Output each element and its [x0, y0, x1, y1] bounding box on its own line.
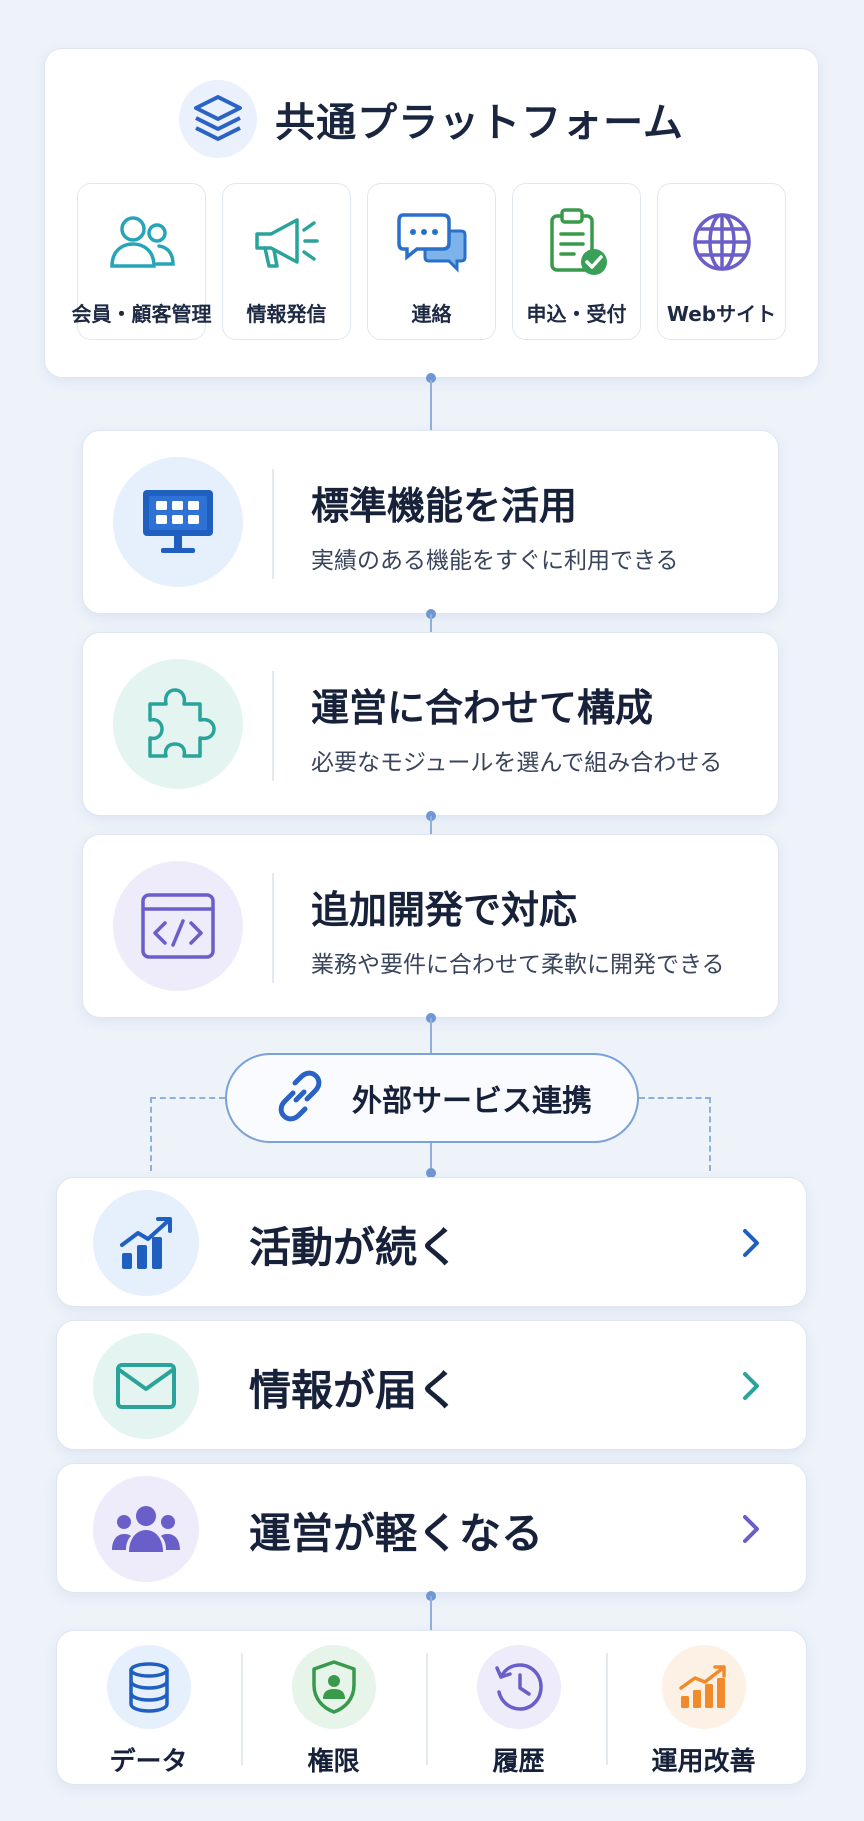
foundation-item-data[interactable]: データ — [57, 1631, 240, 1786]
connector-line — [430, 1018, 432, 1053]
feature-description: 実績のある機能をすぐに利用できる — [311, 548, 679, 574]
foundation-item-improvement[interactable]: 運用改善 — [612, 1631, 795, 1786]
mail-icon — [93, 1333, 199, 1439]
foundation-separator — [606, 1653, 608, 1765]
growth-chart-icon — [93, 1190, 199, 1296]
platform-header: 共通プラットフォーム — [45, 77, 818, 161]
clipboard-check-icon — [544, 206, 610, 278]
feature-card-development: 追加開発で対応 業務や要件に合わせて柔軟に開発できる — [82, 834, 779, 1018]
platform-item-application[interactable]: 申込・受付 — [512, 183, 641, 340]
connector-line — [430, 614, 432, 632]
platform-item-contact[interactable]: 連絡 — [367, 183, 496, 340]
platform-item-label: Webサイト — [666, 302, 777, 326]
feature-card-compose: 運営に合わせて構成 必要なモジュールを選んで組み合わせる — [82, 632, 779, 816]
platform-item-label: 情報発信 — [246, 302, 327, 326]
platform-item-label: 連絡 — [411, 302, 452, 326]
platform-card: 共通プラットフォーム 会員・顧客管理 — [44, 48, 819, 378]
foundation-label: 履歴 — [492, 1747, 545, 1777]
external-services-label: 外部サービス連携 — [352, 1084, 592, 1119]
feature-card-standard: 標準機能を活用 実績のある機能をすぐに利用できる — [82, 430, 779, 614]
shield-user-icon — [291, 1645, 376, 1729]
outcome-card-delivery[interactable]: 情報が届く — [56, 1320, 807, 1450]
platform-item-broadcast[interactable]: 情報発信 — [222, 183, 351, 340]
chevron-right-icon[interactable] — [734, 1512, 768, 1546]
megaphone-icon — [251, 206, 323, 278]
puzzle-icon — [113, 659, 243, 789]
link-icon — [272, 1068, 328, 1128]
foundation-label: 権限 — [307, 1747, 360, 1777]
foundation-card: データ 権限 履歴 — [56, 1630, 807, 1785]
foundation-item-history[interactable]: 履歴 — [427, 1631, 610, 1786]
connector-dot — [426, 373, 436, 383]
history-icon — [476, 1645, 561, 1729]
foundation-separator — [241, 1653, 243, 1765]
dashed-connector — [709, 1097, 711, 1171]
feature-separator — [272, 671, 274, 781]
chevron-right-icon[interactable] — [734, 1226, 768, 1260]
feature-description: 必要なモジュールを選んで組み合わせる — [311, 750, 723, 776]
outcome-card-lighter-ops[interactable]: 運営が軽くなる — [56, 1463, 807, 1593]
outcome-label: 活動が続く — [249, 1223, 460, 1272]
feature-description: 業務や要件に合わせて柔軟に開発できる — [311, 952, 725, 978]
improvement-chart-icon — [661, 1645, 746, 1729]
dashed-connector — [150, 1097, 225, 1099]
feature-separator — [272, 469, 274, 579]
outcome-card-continuity[interactable]: 活動が続く — [56, 1177, 807, 1307]
platform-item-website[interactable]: Webサイト — [657, 183, 786, 340]
foundation-label: 運用改善 — [651, 1747, 756, 1777]
chevron-right-icon[interactable] — [734, 1369, 768, 1403]
foundation-separator — [426, 1653, 428, 1765]
feature-separator — [272, 873, 274, 983]
platform-items: 会員・顧客管理 情報発信 — [72, 183, 786, 340]
dashed-connector — [150, 1097, 152, 1171]
foundation-label: データ — [109, 1747, 188, 1777]
dashed-connector — [639, 1097, 711, 1099]
connector-line — [430, 1596, 432, 1630]
chat-icon — [395, 206, 469, 278]
users-icon — [107, 206, 177, 278]
external-services-pill[interactable]: 外部サービス連携 — [225, 1053, 639, 1143]
outcome-label: 運営が軽くなる — [249, 1509, 544, 1558]
code-window-icon — [113, 861, 243, 991]
team-icon — [93, 1476, 199, 1582]
connector-dot — [426, 1168, 436, 1178]
feature-title: 追加開発で対応 — [311, 888, 578, 932]
outcome-label: 情報が届く — [249, 1366, 460, 1415]
foundation-item-permissions[interactable]: 権限 — [242, 1631, 425, 1786]
platform-item-members[interactable]: 会員・顧客管理 — [72, 183, 212, 340]
connector-line — [430, 816, 432, 834]
platform-item-label: 会員・顧客管理 — [71, 302, 212, 326]
database-icon — [106, 1645, 191, 1729]
monitor-grid-icon — [113, 457, 243, 587]
connector-line — [430, 1143, 432, 1171]
globe-icon — [690, 206, 754, 278]
feature-title: 運営に合わせて構成 — [311, 686, 654, 730]
platform-title: 共通プラットフォーム — [275, 100, 684, 146]
layers-icon — [179, 80, 258, 158]
connector-line — [430, 380, 432, 430]
platform-item-label: 申込・受付 — [526, 302, 627, 326]
feature-title: 標準機能を活用 — [311, 484, 578, 528]
